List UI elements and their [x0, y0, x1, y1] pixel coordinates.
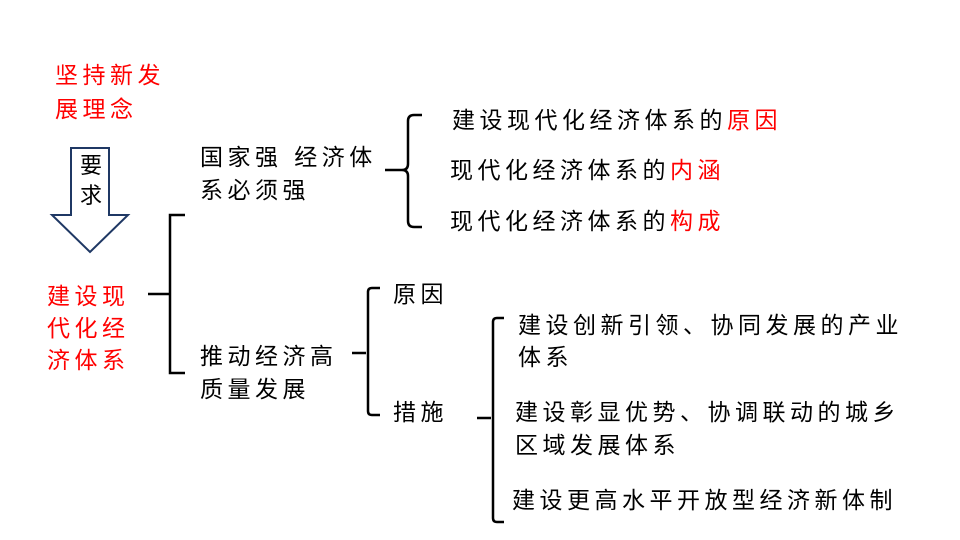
measure-item-1-line1: 建设创新引领、协同发展的产业: [518, 313, 903, 339]
bracket-branch1: [385, 113, 422, 229]
item-highlight: 原因: [727, 108, 782, 134]
root-line1: 建设现: [47, 284, 130, 310]
item-highlight: 构成: [670, 209, 725, 235]
measure-item-3: 建设更高水平开放型经济新体制: [512, 488, 897, 514]
measure-item-1-line2: 体系: [518, 345, 573, 371]
branch1-line1: 国家强 经济体: [200, 145, 377, 171]
item-text: 现代化经济体系的: [450, 158, 670, 184]
down-arrow-icon: [49, 147, 131, 254]
item-highlight: 内涵: [670, 158, 725, 184]
arrow-label-line1: 要: [79, 154, 102, 179]
measure-item-2-line2: 区域发展体系: [515, 433, 680, 459]
root-line2: 代化经: [47, 316, 130, 342]
bracket-measures: [477, 316, 504, 524]
arrow-label: 要 求: [76, 152, 106, 212]
bracket-root: [148, 213, 185, 375]
item-text: 建设现代化经济体系的: [452, 108, 727, 134]
branch2-line1: 推动经济高: [200, 344, 338, 370]
top-concept-line1: 坚持新发: [55, 63, 165, 89]
item-text: 现代化经济体系的: [450, 209, 670, 235]
root-line3: 济体系: [47, 348, 130, 374]
measure-item-2-line1: 建设彰显优势、协调联动的城乡: [515, 400, 900, 426]
bracket-branch2: [352, 286, 380, 417]
branch2-reason: 原因: [393, 282, 448, 308]
branch2-line2: 质量发展: [200, 377, 310, 403]
arrow-label-line2: 求: [79, 184, 102, 209]
branch1-item: 现代化经济体系的构成: [450, 206, 725, 238]
branch1-item: 建设现代化经济体系的原因: [452, 105, 782, 137]
top-concept-line2: 展理念: [55, 97, 138, 123]
branch2-measures: 措施: [393, 400, 448, 426]
branch1-item: 现代化经济体系的内涵: [450, 155, 725, 187]
branch1-line2: 系必须强: [200, 178, 310, 204]
